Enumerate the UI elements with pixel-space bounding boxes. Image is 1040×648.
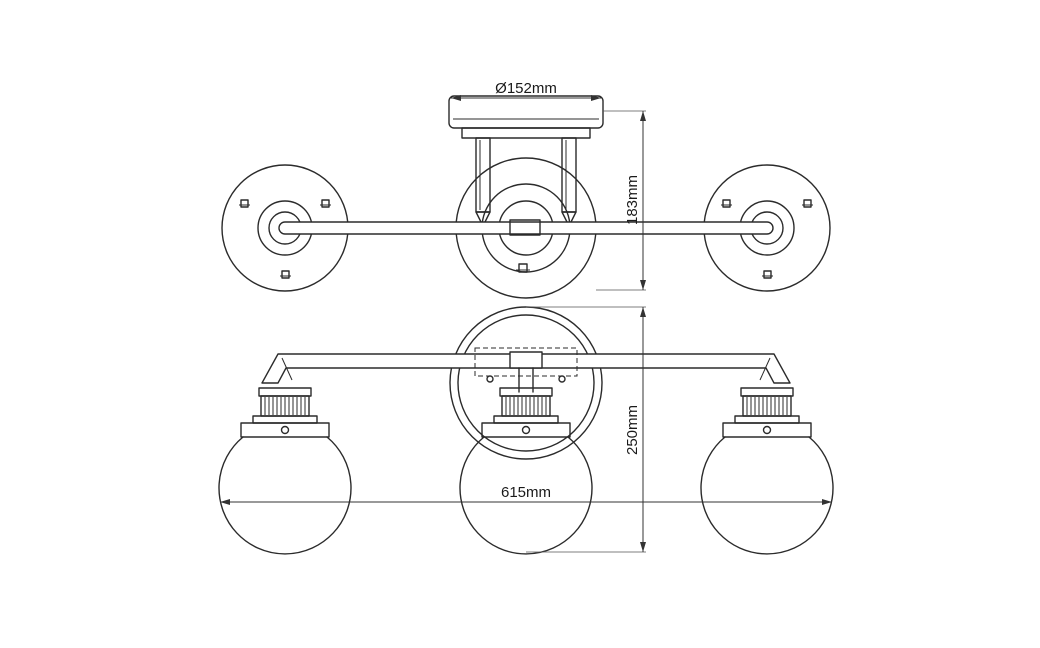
lamp-holder xyxy=(722,387,812,438)
globe xyxy=(700,436,834,555)
front-height-dimension: 250mm xyxy=(526,306,646,553)
top-view: Ø152mm 183mm xyxy=(221,80,831,299)
globe xyxy=(218,436,352,555)
mounting-bracket xyxy=(474,347,578,393)
backplate xyxy=(449,306,603,460)
overall-width-label: 615mm xyxy=(501,484,551,501)
globe xyxy=(459,436,593,555)
lamp-left xyxy=(218,387,352,555)
canopy-diameter-dimension: Ø152mm xyxy=(451,80,601,101)
lamp-holder xyxy=(240,387,330,438)
front-height-label: 250mm xyxy=(624,405,641,455)
front-view: 615mm 250mm xyxy=(218,306,834,555)
lamp-center xyxy=(459,387,593,555)
canopy-plate xyxy=(448,95,604,139)
overall-width-dimension: 615mm xyxy=(220,484,832,505)
top-arm xyxy=(278,219,774,236)
top-height-label: 183mm xyxy=(624,175,641,225)
canopy-downrods xyxy=(475,137,577,227)
front-arm xyxy=(261,353,791,384)
lamp-holder xyxy=(481,387,571,438)
top-height-dimension: 183mm xyxy=(596,110,646,291)
lamp-right xyxy=(700,387,834,555)
canopy-diameter-label: Ø152mm xyxy=(495,80,557,97)
